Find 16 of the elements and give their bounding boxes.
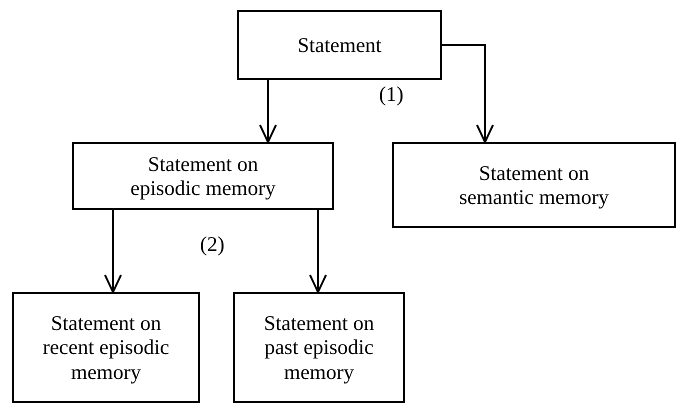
statement-box bbox=[392, 142, 676, 228]
statement-box bbox=[72, 142, 334, 210]
box-label: Statement on episodic memory bbox=[129, 152, 277, 200]
statement-box bbox=[233, 292, 405, 403]
arrow bbox=[259, 80, 277, 143]
box-label: Statement on semantic memory bbox=[458, 160, 610, 210]
arrow bbox=[309, 210, 327, 293]
box-label: Statement bbox=[298, 32, 382, 58]
statement-box bbox=[237, 10, 442, 80]
arrow bbox=[104, 210, 122, 293]
step-number: (1) bbox=[379, 82, 404, 107]
step-number: (2) bbox=[200, 232, 224, 257]
statement-box bbox=[12, 292, 200, 403]
arrow bbox=[442, 44, 494, 143]
box-label: Statement on past episodic memory bbox=[262, 311, 376, 384]
box-label: Statement on recent episodic memory bbox=[42, 311, 170, 384]
